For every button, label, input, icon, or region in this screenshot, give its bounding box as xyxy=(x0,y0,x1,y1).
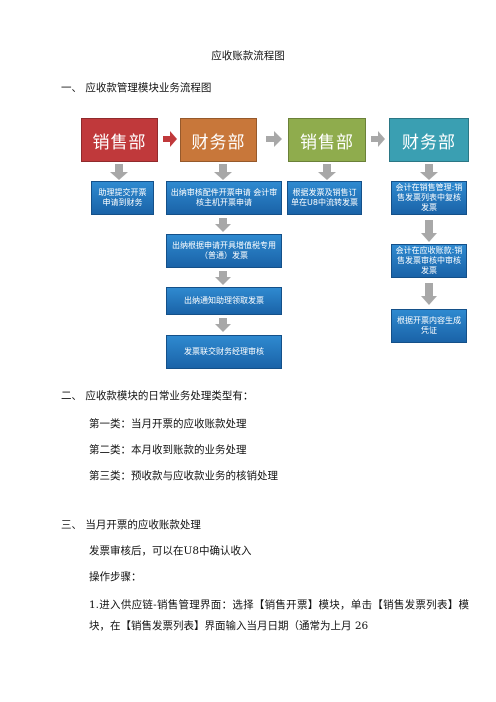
section-2-heading: 二、 应收款模块的日常业务处理类型有： xyxy=(61,390,254,402)
flow-header-finance-2: 财务部 xyxy=(389,118,469,162)
flow-step-notify-assistant: 出纳通知助理领取发票 xyxy=(166,287,282,315)
arrow-down-icon xyxy=(421,283,437,305)
flow-step-audit-request: 出纳审核配件开票申请 会计审核主机开票申请 xyxy=(166,181,282,215)
paragraph-confirm-revenue: 发票审核后，可以在U8中确认收入 xyxy=(89,545,252,557)
paragraph-steps-label: 操作步骤： xyxy=(89,571,142,583)
arrow-down-icon xyxy=(421,220,437,242)
paragraph-step-1: 1.进入供应链-销售管理界面：选择【销售开票】模块，单击【销售发票列表】模块，在… xyxy=(89,599,469,632)
arrow-right-icon xyxy=(163,131,177,147)
arrow-down-icon xyxy=(215,271,231,285)
document-title: 应收账款流程图 xyxy=(211,50,285,62)
type-item-3: 第三类：预收款与应收款业务的核销处理 xyxy=(89,470,278,482)
type-item-2: 第二类：本月收到账款的业务处理 xyxy=(89,444,247,456)
arrow-down-icon xyxy=(420,164,438,180)
flow-header-finance-1: 财务部 xyxy=(180,118,257,162)
flow-step-assistant-submit: 助理提交开票申请到财务 xyxy=(91,181,154,215)
arrow-right-icon xyxy=(371,131,385,147)
flow-step-accountant-recheck: 会计在销售管理:销售发票列表中复核发票 xyxy=(391,181,467,215)
arrow-down-icon xyxy=(215,318,231,332)
arrow-down-icon xyxy=(215,218,231,232)
section-1-heading: 一、 应收款管理模块业务流程图 xyxy=(61,82,212,94)
arrow-right-icon xyxy=(266,131,282,147)
arrow-down-icon xyxy=(110,164,128,180)
type-item-1: 第一类：当月开票的应收账款处理 xyxy=(89,418,247,430)
flow-header-sales-2: 销售部 xyxy=(288,118,366,162)
flow-step-u8-transfer: 根据发票及销售订单在U8中流转发票 xyxy=(287,181,362,215)
section-3-heading: 三、 当月开票的应收账款处理 xyxy=(61,519,201,531)
flow-step-accountant-audit: 会计在应收账款:销售发票审核中审核发票 xyxy=(391,244,467,278)
flow-step-manager-review: 发票联交财务经理审核 xyxy=(166,335,282,369)
flow-step-generate-voucher: 根据开票内容生成凭证 xyxy=(391,309,467,343)
flow-step-issue-invoice: 出纳根据申请开具增值税专用（普通）发票 xyxy=(166,234,282,268)
arrow-down-icon xyxy=(214,164,232,180)
flow-header-sales-1: 销售部 xyxy=(81,118,158,162)
arrow-down-icon xyxy=(318,164,336,180)
